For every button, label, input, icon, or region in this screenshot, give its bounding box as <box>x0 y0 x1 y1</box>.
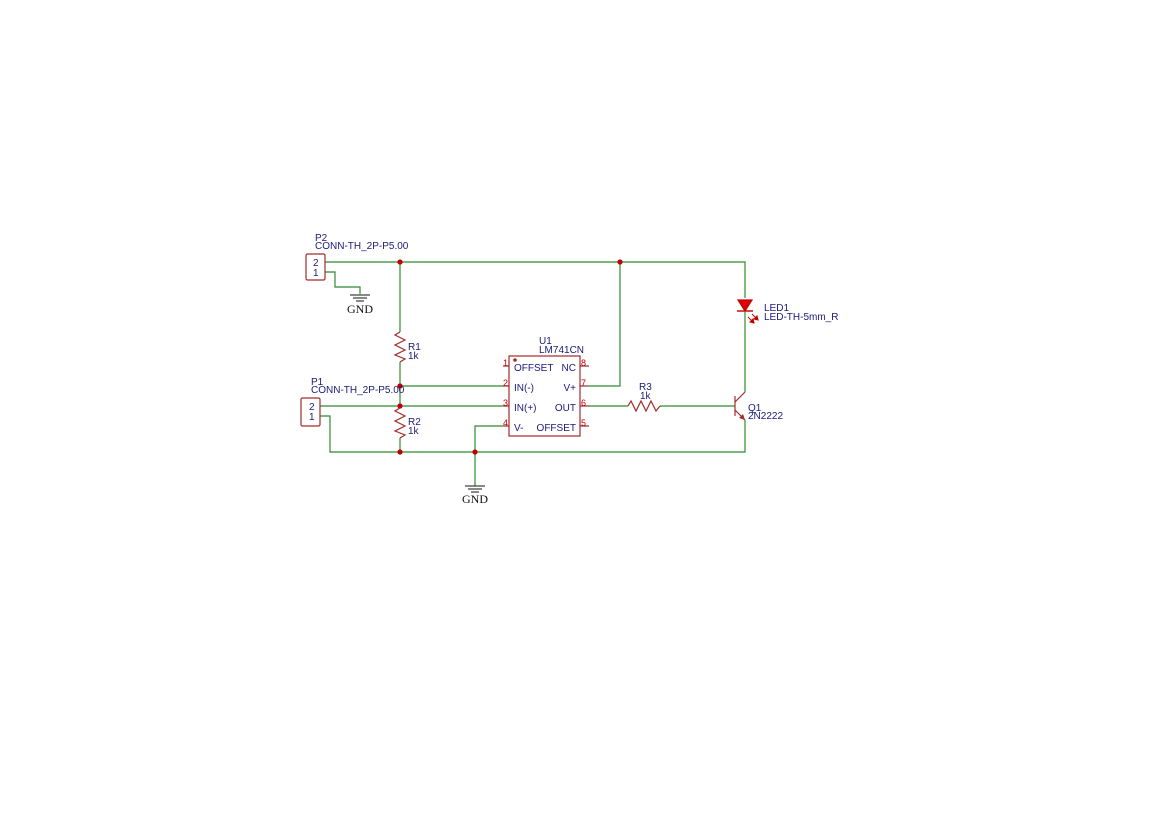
u1-pin1-dot <box>513 358 517 362</box>
u1-body <box>508 355 581 437</box>
p2-pin-2: 2 <box>313 258 319 269</box>
r3-value: 1k <box>640 391 652 402</box>
wire-vminus[interactable] <box>474 425 503 486</box>
u1-pin8-name: NC <box>562 363 576 374</box>
u1-pin7-num: 7 <box>581 378 586 388</box>
junction-dot <box>472 449 478 455</box>
u1-pin3-name: IN(+) <box>514 403 537 414</box>
led1-ref: LED1 <box>764 303 789 314</box>
u1-pin2-num: 2 <box>503 378 508 388</box>
junction-dot <box>397 403 403 409</box>
r3-zigzag <box>627 399 661 413</box>
u1-pin8-num: 8 <box>581 358 586 368</box>
u1-pin1-num: 1 <box>503 358 508 368</box>
p2-value: CONN-TH_2P-P5.00 <box>315 241 409 252</box>
wire-p2-gnd[interactable] <box>325 271 361 294</box>
r2-ref: R2 <box>408 417 421 428</box>
transistor-q1[interactable]: Q1 2N2222 <box>734 391 783 422</box>
junction-dot <box>397 383 403 389</box>
q1-emitter-arrow-icon <box>739 414 745 420</box>
p2-pin-1: 1 <box>313 268 319 279</box>
gnd-label-top: GND <box>347 302 373 316</box>
q1-value: 2N2222 <box>748 411 783 422</box>
wires <box>320 261 746 486</box>
u1-pin6-num: 6 <box>581 398 586 408</box>
u1-pin4-num: 4 <box>503 418 508 428</box>
junction-dot <box>397 449 403 455</box>
wire-vcc-rail[interactable] <box>325 261 746 298</box>
u1-pin7-name: V+ <box>563 383 576 394</box>
connector-p1[interactable]: P1 CONN-TH_2P-P5.00 2 1 <box>300 377 405 427</box>
r1-value: 1k <box>408 351 420 362</box>
led1-value: LED-TH-5mm_R <box>764 312 838 323</box>
r1-zigzag <box>393 331 407 363</box>
p2-body <box>305 253 326 281</box>
u1-pin4-name: V- <box>514 423 523 434</box>
wire-gnd-rail[interactable] <box>320 415 746 453</box>
r2-zigzag <box>393 407 407 439</box>
u1-pin5-name: OFFSET <box>537 423 576 434</box>
led-d1[interactable]: LED1 LED-TH-5mm_R <box>736 299 838 324</box>
u1-pin6-name: OUT <box>555 403 576 414</box>
gnd-label-bottom: GND <box>462 492 488 506</box>
r2-value: 1k <box>408 426 420 437</box>
r1-ref: R1 <box>408 342 421 353</box>
q1-ref: Q1 <box>748 403 762 414</box>
p2-ref: P2 <box>315 233 328 244</box>
u1-value: LM741CN <box>539 345 584 356</box>
p1-pin-2: 2 <box>309 402 315 413</box>
r3-ref: R3 <box>639 382 652 393</box>
u1-ref: U1 <box>539 336 552 347</box>
q1-collector <box>734 391 746 403</box>
light-emission-icon <box>747 313 759 324</box>
p1-ref: P1 <box>311 377 324 388</box>
u1-pin2-name: IN(-) <box>514 383 534 394</box>
resistor-r1[interactable]: R1 1k <box>393 331 421 363</box>
u1-pin5-num: 5 <box>581 418 586 428</box>
p1-value: CONN-TH_2P-P5.00 <box>311 385 405 396</box>
u1-pin3-num: 3 <box>503 398 508 408</box>
connector-p2[interactable]: P2 CONN-TH_2P-P5.00 2 1 <box>305 233 409 281</box>
u1-pin1-name: OFFSET <box>514 363 553 374</box>
p1-pin-1: 1 <box>309 412 315 423</box>
gnd-symbol-top[interactable]: GND <box>347 294 373 316</box>
wire-vplus[interactable] <box>589 262 621 387</box>
resistor-r3[interactable]: R3 1k <box>627 382 661 413</box>
resistor-r2[interactable]: R2 1k <box>393 407 421 439</box>
junction-dot <box>397 259 403 265</box>
junction-dot <box>617 259 623 265</box>
junctions <box>397 259 623 455</box>
led-triangle-icon <box>736 299 754 313</box>
opamp-u1[interactable]: U1 LM741CN 1 2 3 4 8 7 6 5 OFFSET IN(-) … <box>503 336 589 437</box>
gnd-symbol-bottom[interactable]: GND <box>462 485 488 506</box>
p1-body <box>300 397 321 427</box>
